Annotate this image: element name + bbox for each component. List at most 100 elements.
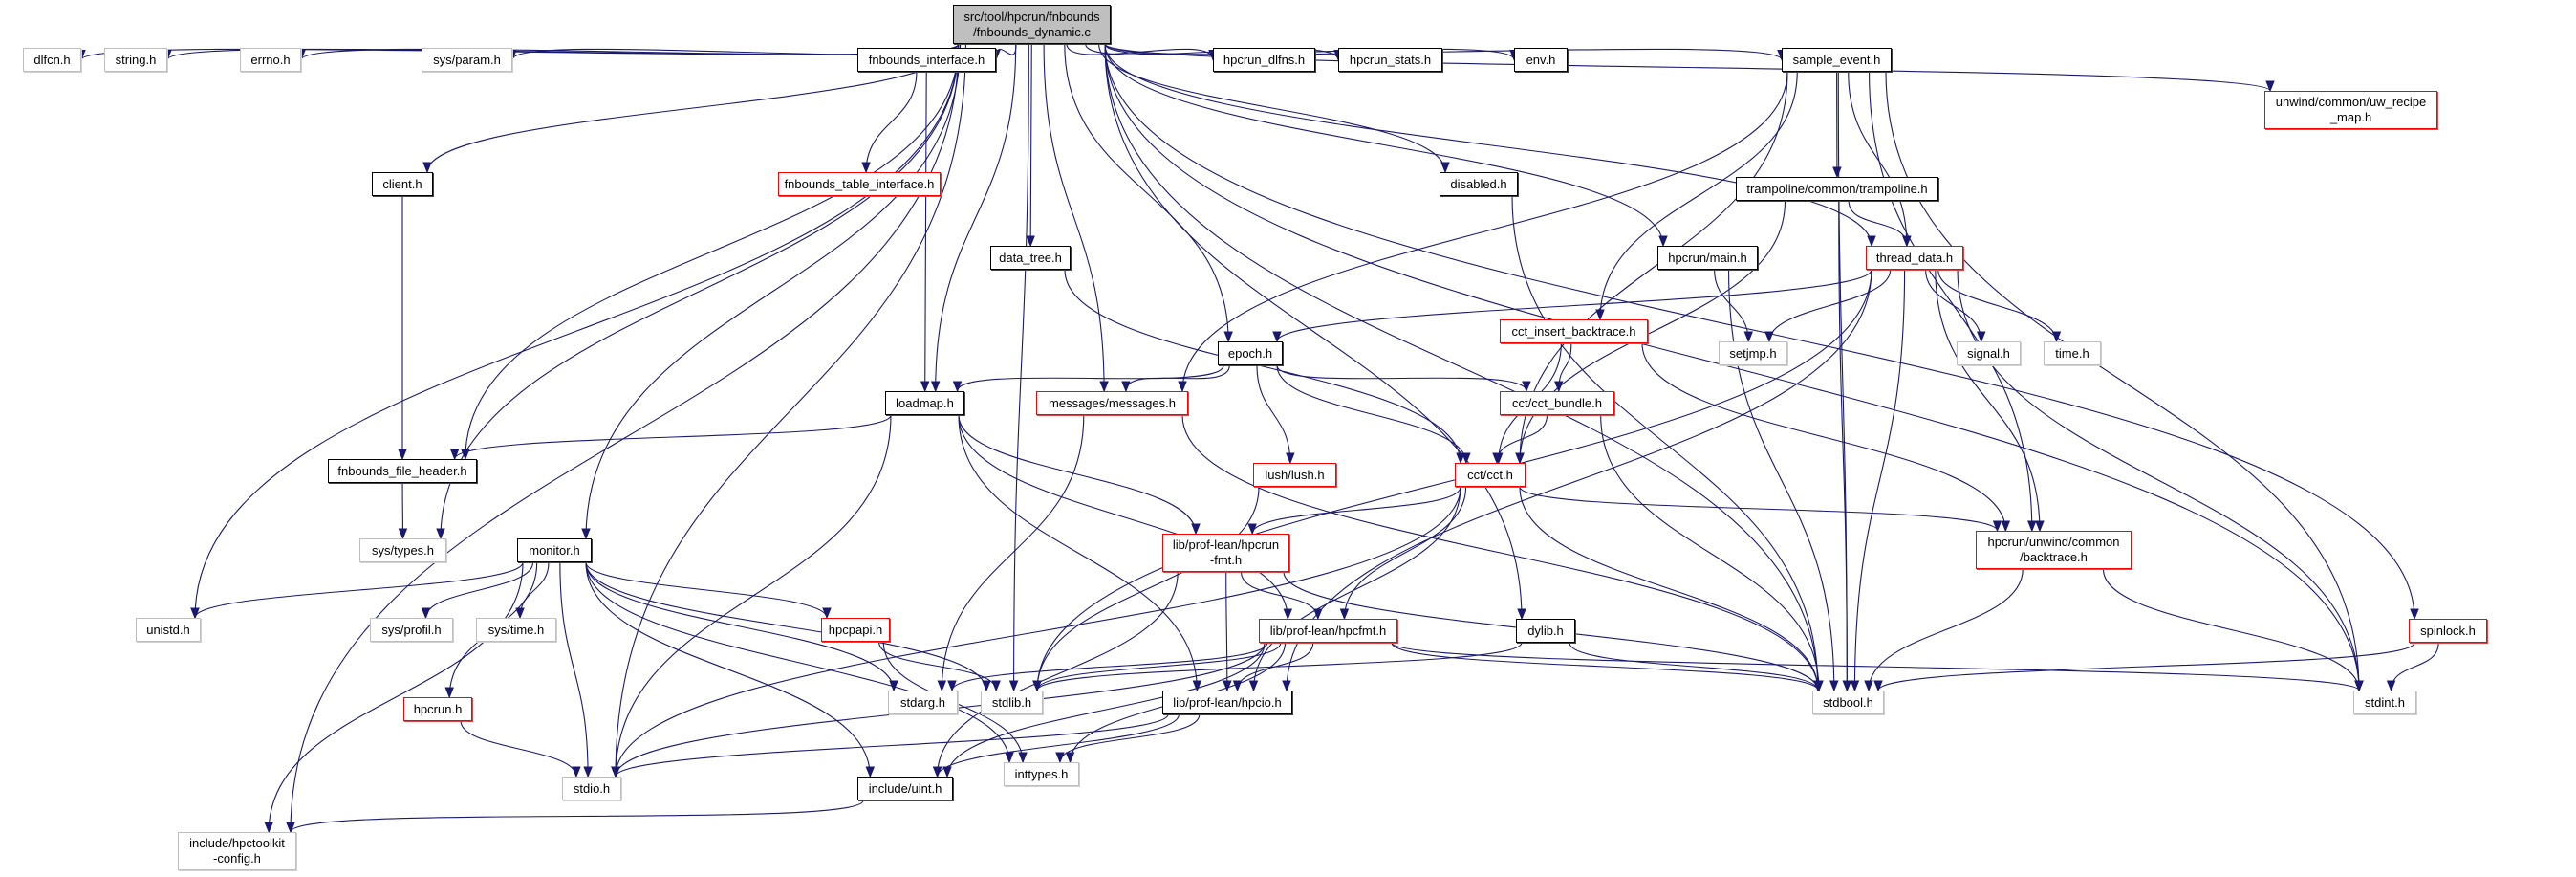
edge-root-to-sample: [1104, 43, 1783, 60]
node-dlfns[interactable]: hpcrun_dlfns.h: [1213, 48, 1315, 72]
edge-hpcrunfmt-to-hpcio: [1225, 571, 1228, 691]
edge-monitor-to-uint: [585, 561, 871, 778]
edge-spinlock-to-stdint: [2391, 642, 2439, 691]
node-hpcfmt[interactable]: lib/prof-lean/hpcfmt.h: [1259, 619, 1397, 643]
node-sample[interactable]: sample_event.h: [1782, 48, 1892, 72]
arrowhead-icon: [1842, 680, 1852, 692]
edge-thread-to-backtrace: [1935, 269, 2041, 532]
node-uwmap[interactable]: unwind/common/uw_recipe _map.h: [2264, 91, 2437, 129]
arrowhead-icon: [1099, 381, 1109, 393]
edge-hpcio-to-uint: [937, 713, 1180, 778]
node-dylib[interactable]: dylib.h: [1516, 619, 1575, 643]
node-root: src/tool/hpcrun/fnbounds /fnbounds_dynam…: [953, 5, 1111, 44]
edge-epoch-to-cct: [1276, 364, 1467, 464]
node-cctins[interactable]: cct_insert_backtrace.h: [1500, 319, 1648, 343]
arrowhead-icon: [947, 680, 957, 692]
edge-cct-to-hpcio: [1252, 486, 1461, 691]
node-client[interactable]: client.h: [372, 172, 433, 196]
edge-root-to-config: [290, 43, 960, 833]
edge-root-to-stdio: [615, 43, 966, 778]
edge-sample-to-messages: [1181, 71, 1788, 392]
arrowhead-icon: [865, 766, 876, 778]
arrowhead-icon: [2354, 680, 2364, 692]
node-systime: sys/time.h: [476, 618, 556, 642]
node-uint[interactable]: include/uint.h: [857, 777, 953, 800]
edge-dylib-to-stdbool: [1569, 642, 1819, 691]
arrowhead-icon: [1005, 752, 1014, 764]
edge-hmain-to-setjmp: [1714, 269, 1749, 342]
node-disabled[interactable]: disabled.h: [1440, 172, 1518, 196]
arrowhead-icon: [1339, 608, 1350, 621]
node-fntable[interactable]: fnbounds_table_interface.h: [778, 172, 941, 196]
node-hmain[interactable]: hpcrun/main.h: [1657, 246, 1758, 270]
arrowhead-icon: [1247, 523, 1257, 536]
node-monitor[interactable]: monitor.h: [517, 538, 592, 562]
node-cct[interactable]: cct/cct.h: [1455, 463, 1526, 487]
edge-thread-to-epoch: [1276, 269, 1872, 342]
edge-monitor-to-stdio: [559, 561, 589, 778]
node-stats[interactable]: hpcrun_stats.h: [1338, 48, 1442, 72]
node-hpcrunh[interactable]: hpcrun.h: [403, 697, 472, 721]
edge-disabled-to-stdbool: [1511, 195, 1819, 691]
arrowhead-icon: [1813, 680, 1823, 692]
edge-monitor-to-hpcpapi: [585, 561, 828, 619]
edge-sample-to-cct: [1519, 71, 1788, 464]
node-bundle[interactable]: cct/cct_bundle.h: [1500, 391, 1614, 415]
node-lush[interactable]: lush/lush.h: [1253, 463, 1336, 487]
arrowhead-icon: [1902, 235, 1912, 248]
node-hpcio[interactable]: lib/prof-lean/hpcio.h: [1162, 691, 1292, 714]
arrowhead-icon: [1223, 331, 1233, 343]
edge-bundle-to-stdbool: [1600, 414, 1820, 691]
edge-thread-to-time: [1937, 269, 2058, 342]
edge-uint-to-config: [290, 800, 864, 833]
edge-cct-to-backtrace: [1519, 486, 1999, 532]
node-unistd: unistd.h: [136, 618, 201, 642]
node-backtrace[interactable]: hpcrun/unwind/common /backtrace.h: [1976, 531, 2132, 569]
arrowhead-icon: [1065, 752, 1075, 764]
node-fnbiface[interactable]: fnbounds_interface.h: [857, 48, 996, 72]
node-sysprofil: sys/profil.h: [370, 618, 453, 642]
arrowhead-icon: [1850, 680, 1860, 692]
node-fnbfh[interactable]: fnbounds_file_header.h: [328, 459, 477, 483]
node-spinlock[interactable]: spinlock.h: [2409, 619, 2487, 643]
edge-root-to-hmain: [1104, 43, 1664, 247]
arrowhead-icon: [1282, 680, 1291, 692]
arrowhead-icon: [932, 766, 942, 778]
node-env[interactable]: env.h: [1514, 48, 1568, 72]
arrowhead-icon: [1283, 608, 1293, 621]
edge-datatree-to-cct: [1064, 269, 1461, 464]
arrowhead-icon: [920, 381, 930, 393]
edge-root-to-thread: [1104, 43, 1872, 247]
node-hpcrunfmt[interactable]: lib/prof-lean/hpcrun -fmt.h: [1162, 534, 1289, 572]
edge-lush-to-stdlib: [1036, 486, 1260, 691]
node-messages[interactable]: messages/messages.h: [1036, 391, 1188, 415]
arrowhead-icon: [1515, 452, 1525, 465]
arrowhead-icon: [1248, 680, 1259, 692]
arrowhead-icon: [515, 607, 525, 620]
arrowhead-icon: [1456, 452, 1465, 465]
node-hpcpapi[interactable]: hpcpapi.h: [821, 618, 890, 642]
node-thread[interactable]: thread_data.h: [1866, 246, 1963, 270]
node-stdarg: stdarg.h: [888, 691, 958, 714]
arrowhead-icon: [190, 607, 200, 620]
arrowhead-icon: [1517, 608, 1526, 621]
arrowhead-icon: [2265, 80, 2275, 93]
arrowhead-icon: [1191, 523, 1201, 536]
arrowhead-icon: [1743, 331, 1753, 343]
node-inttypes: inttypes.h: [1004, 762, 1079, 786]
node-datatree[interactable]: data_tree.h: [990, 246, 1071, 270]
node-config: include/hpctoolkit -config.h: [178, 832, 296, 870]
node-epoch[interactable]: epoch.h: [1218, 341, 1283, 365]
edge-thread-to-stdint: [1957, 269, 2360, 691]
arrowhead-icon: [449, 449, 460, 461]
node-loadmap[interactable]: loadmap.h: [885, 391, 964, 415]
arrowhead-icon: [991, 680, 1001, 692]
arrowhead-icon: [1192, 680, 1202, 692]
edge-sample-to-thread: [1848, 71, 1908, 247]
arrowhead-icon: [1867, 235, 1876, 248]
edge-thread-to-signal: [1925, 269, 1982, 342]
edge-hmain-to-stdbool: [1728, 269, 1835, 691]
edge-root-to-stdint: [1104, 43, 2360, 691]
node-tramp[interactable]: trampoline/common/trampoline.h: [1736, 177, 1938, 201]
edge-root-to-dlfcn: [80, 43, 960, 60]
